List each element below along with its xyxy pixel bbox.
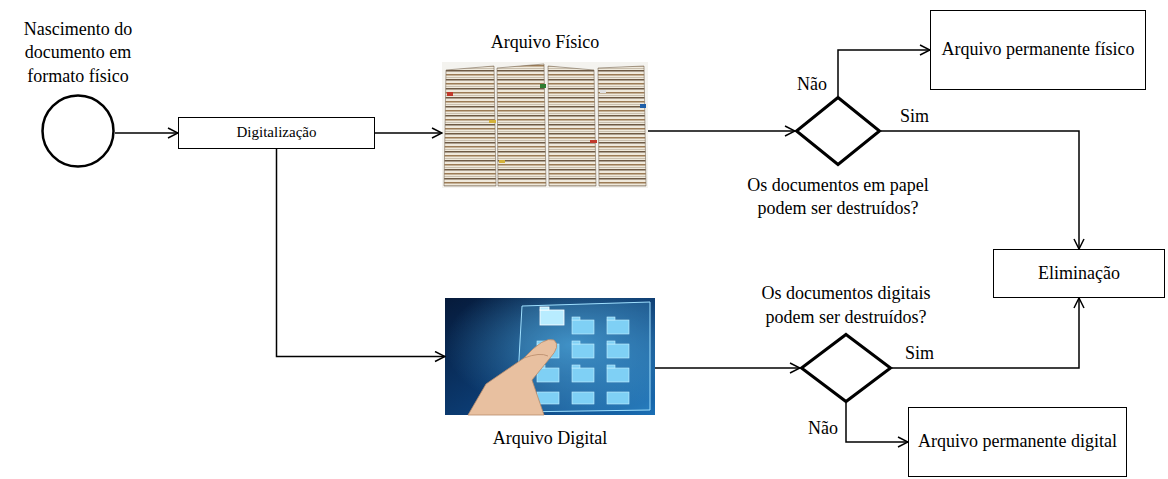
node-label: Os documentos digitais podem ser destruí…	[739, 282, 954, 329]
node-label: Os documentos em papel podem ser destruí…	[731, 174, 946, 221]
diamond-shape	[797, 98, 880, 165]
archive-picture: Arquivo Físico	[442, 62, 648, 188]
node-label: Eliminação	[1038, 262, 1120, 285]
edge-label: Sim	[903, 344, 936, 364]
flow-arrow	[655, 367, 800, 369]
node-label: Arquivo Digital	[450, 427, 650, 450]
flow-arrow	[375, 132, 442, 134]
outside-label-slot: Os documentos em papel podem ser destruí…	[731, 174, 946, 221]
node-label: Arquivo permanente digital	[918, 430, 1117, 453]
decision-diamond-outline	[800, 333, 892, 403]
circle-shape	[43, 96, 114, 167]
diamond-shape	[802, 335, 891, 402]
end-box: Eliminação	[993, 249, 1165, 298]
outside-label-slot: Nascimento do documento em formato físic…	[3, 18, 153, 88]
node-label: Digitalização	[237, 123, 317, 143]
decision-diamond-outline	[795, 96, 881, 166]
edge-label: Sim	[898, 107, 931, 127]
outside-label-slot: Os documentos digitais podem ser destruí…	[739, 282, 954, 329]
archive-box: Arquivo permanente digital	[908, 407, 1127, 477]
archive-picture: Arquivo Digital	[445, 298, 655, 415]
node-label: Arquivo Físico	[445, 31, 645, 54]
process-box: Digitalização	[178, 117, 375, 149]
start-circle: Nascimento do documento em formato físic…	[41, 94, 115, 168]
start-circle-outline	[41, 94, 115, 168]
node-label: Nascimento do documento em formato físic…	[3, 18, 153, 88]
node-label: Arquivo permanente físico	[942, 38, 1135, 61]
flow-arrow	[277, 149, 446, 357]
flow-arrow	[846, 403, 908, 442]
outside-label-slot: Arquivo Físico	[445, 31, 645, 54]
decision-diamond: Os documentos em papel podem ser destruí…	[795, 96, 881, 166]
edge-label: Não	[806, 419, 840, 439]
archive-box: Arquivo permanente físico	[930, 10, 1146, 90]
edge-label: Não	[795, 75, 829, 95]
outside-label-slot: Arquivo Digital	[450, 427, 650, 450]
digital-archive-illustration	[445, 298, 655, 415]
paper-stack-illustration	[442, 62, 648, 188]
flow-arrow	[115, 132, 178, 134]
flow-arrow	[838, 50, 930, 96]
flow-arrow	[648, 130, 795, 132]
decision-diamond: Os documentos digitais podem ser destruí…	[800, 333, 892, 403]
